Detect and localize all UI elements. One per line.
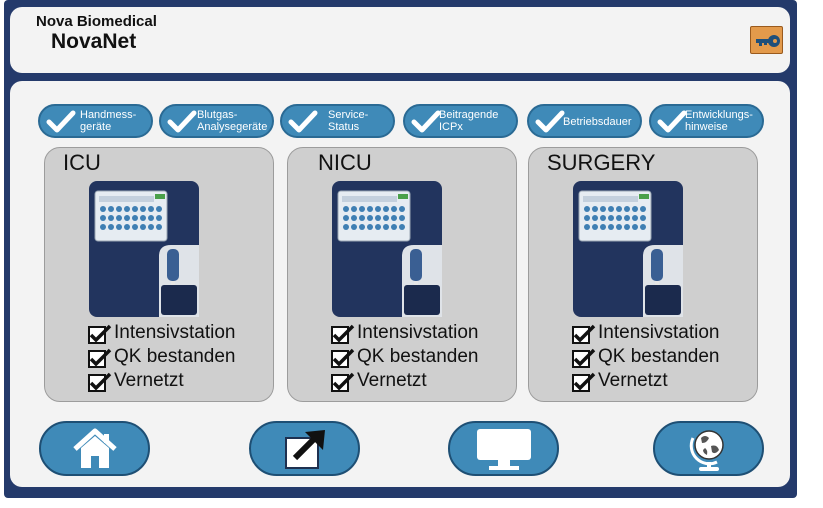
status-text: QK bestanden [598,346,720,367]
checkbox-checked-icon [88,372,112,392]
check-icon [46,110,76,133]
filter-blutgas-analysegeraete[interactable]: Blutgas- Analysegeräte [159,104,274,138]
check-icon [167,110,197,133]
key-icon [756,35,780,47]
filter-label: Entwicklungs- hinweise [685,109,753,133]
status-text: Intensivstation [598,322,720,343]
key-button[interactable] [750,26,783,54]
checkbox-checked-icon [331,324,355,344]
panel-title: SURGERY [547,150,656,175]
checkbox-checked-icon [331,348,355,368]
checkbox-checked-icon [331,372,355,392]
status-text: Intensivstation [357,322,479,343]
filter-entwicklungshinweise[interactable]: Entwicklungs- hinweise [649,104,764,138]
filter-betriebsdauer[interactable]: Betriebsdauer [527,104,642,138]
filter-label: Betriebsdauer [563,116,632,128]
check-icon [288,110,318,133]
check-icon [411,110,441,133]
filter-label: Handmess- geräte [80,109,137,133]
globe-icon [689,429,724,471]
checkbox-checked-icon [572,348,596,368]
check-icon [535,110,565,133]
filter-beitragende-icpx[interactable]: Beitragende ICPx [403,104,518,138]
analyzer-device-image [89,181,199,317]
analyzer-device-image [573,181,683,317]
status-text: Intensivstation [114,322,236,343]
brand-company: Nova Biomedical [36,13,157,30]
checkbox-checked-icon [88,348,112,368]
checkbox-checked-icon [88,324,112,344]
filter-label: Service- Status [328,109,369,133]
export-button[interactable] [249,421,360,476]
status-text: Vernetzt [357,370,427,391]
filter-label: Blutgas- Analysegeräte [197,109,268,133]
checkbox-checked-icon [572,324,596,344]
panel-icu[interactable]: ICU Intensivstation QK bestanden Vernetz… [44,147,274,402]
panel-surgery[interactable]: SURGERY Intensivstation QK bestanden Ver… [528,147,758,402]
monitor-icon [476,428,531,470]
globe-button[interactable] [653,421,764,476]
status-text: QK bestanden [114,346,236,367]
filter-label: Beitragende ICPx [439,109,499,133]
brand-product: NovaNet [51,30,137,53]
filter-handmessgeraete[interactable]: Handmess- geräte [38,104,153,138]
analyzer-device-image [332,181,442,317]
panel-title: ICU [63,150,101,175]
external-link-icon [284,429,325,469]
status-text: QK bestanden [357,346,479,367]
home-button[interactable] [39,421,150,476]
status-text: Vernetzt [114,370,184,391]
header-bar [10,7,790,73]
check-icon [657,110,687,133]
panel-nicu[interactable]: NICU Intensivstation QK bestanden Vernet… [287,147,517,402]
monitor-button[interactable] [448,421,559,476]
checkbox-checked-icon [572,372,596,392]
panel-title: NICU [318,150,372,175]
filter-service-status[interactable]: Service- Status [280,104,395,138]
status-text: Vernetzt [598,370,668,391]
home-icon [72,428,117,468]
